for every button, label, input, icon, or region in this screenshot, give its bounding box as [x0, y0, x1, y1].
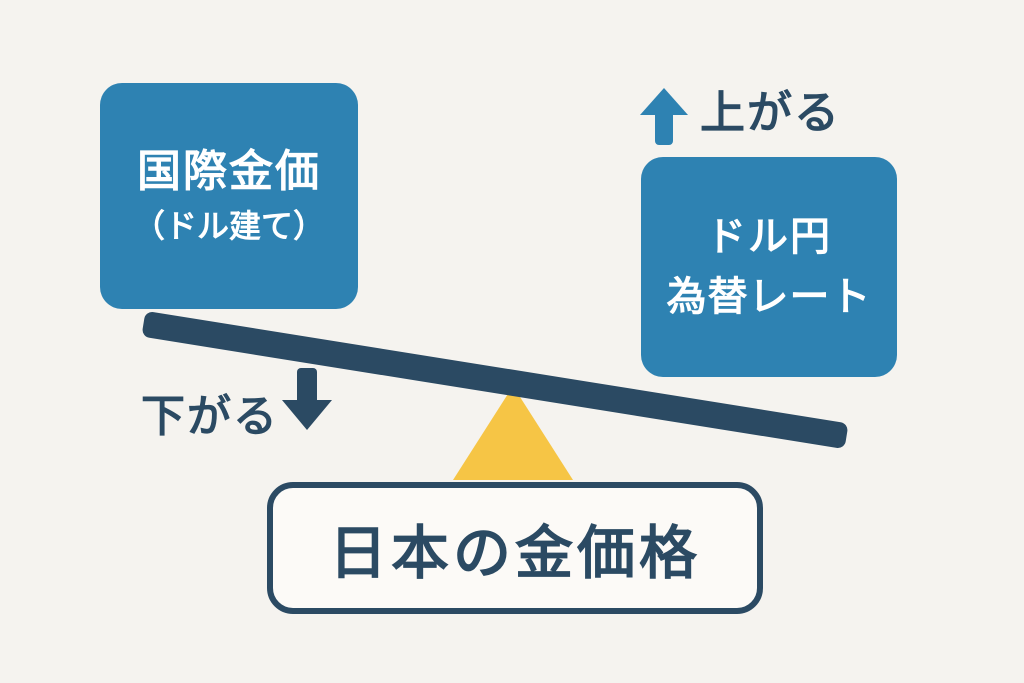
fall-label: 下がる — [141, 391, 279, 442]
exchange-rate-label: 為替レート — [666, 274, 872, 320]
international-gold-price-box: 国際金価 （ドル建て） — [100, 83, 358, 309]
up-arrow-icon — [640, 88, 688, 145]
japan-gold-price-label: 日本の金価格 — [328, 519, 701, 587]
up-arrow-head — [640, 88, 688, 115]
down-arrow-icon — [282, 368, 332, 430]
japan-gold-price-box: 日本の金価格 — [267, 482, 763, 614]
usd-denominated-label: （ドル建て） — [132, 206, 325, 245]
usd-jpy-label: ドル円 — [706, 214, 832, 260]
international-gold-price-label: 国際金価 — [137, 146, 321, 198]
rise-label: 上がる — [700, 86, 842, 139]
down-arrow-head — [282, 400, 332, 430]
up-arrow-stem — [655, 115, 673, 145]
down-arrow-stem — [297, 368, 317, 400]
usd-jpy-rate-box: ドル円 為替レート — [641, 157, 897, 377]
